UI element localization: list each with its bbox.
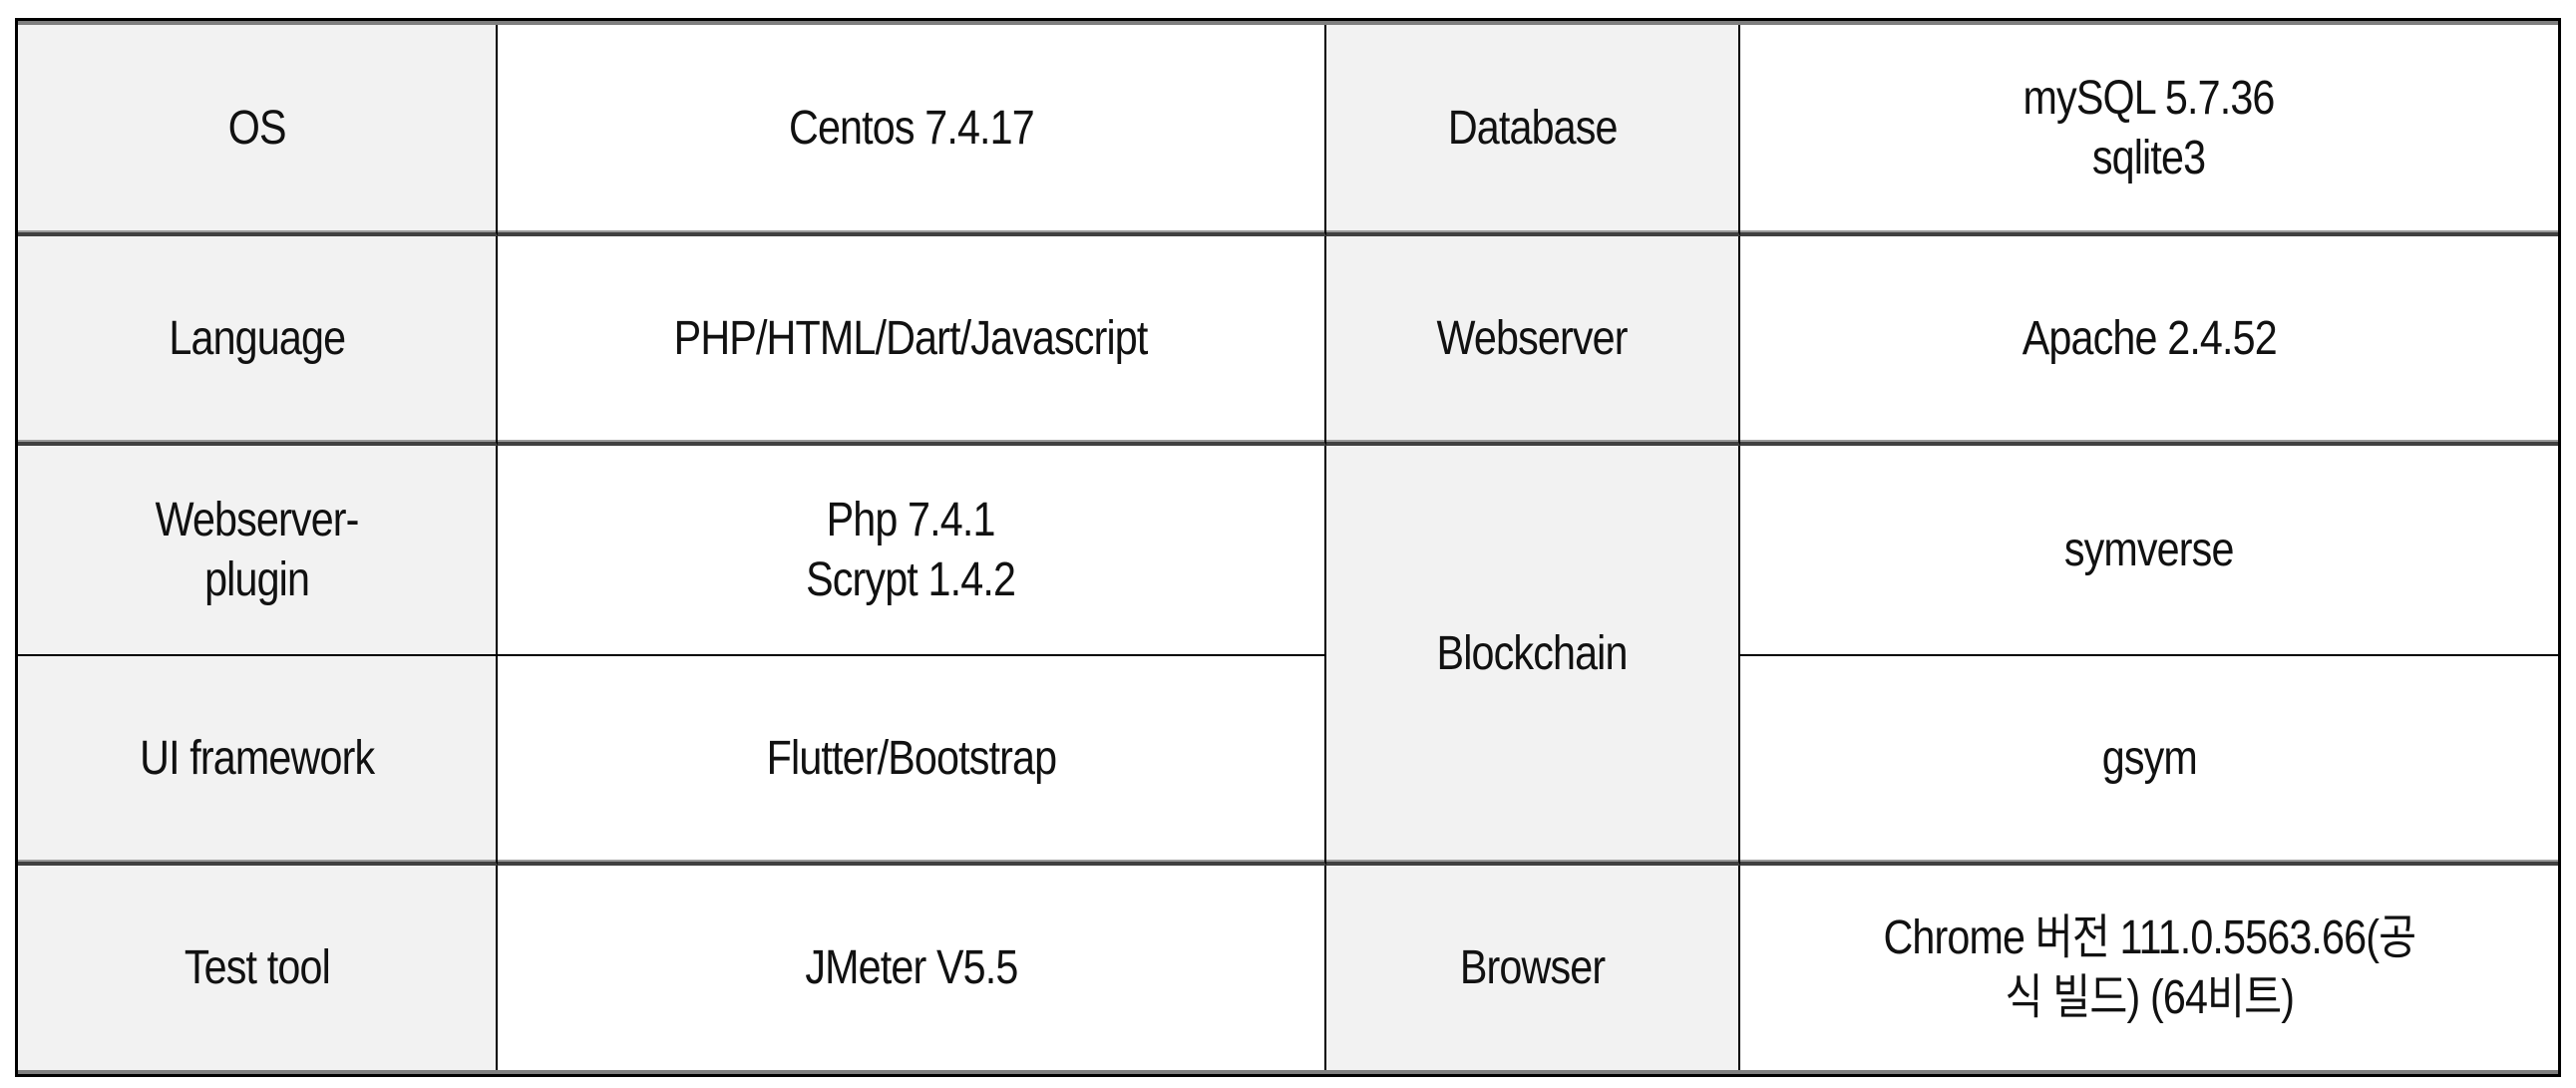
value-webserver-plugin: Php 7.4.1 Scrypt 1.4.2 bbox=[806, 493, 1017, 606]
value-database: mySQL 5.7.36 sqlite3 bbox=[2023, 72, 2276, 184]
value-cell-test-tool: JMeter V5.5 bbox=[498, 866, 1326, 1070]
value-ui-framework: Flutter/Bootstrap bbox=[766, 732, 1056, 785]
value-cell-ui-framework: Flutter/Bootstrap bbox=[498, 656, 1326, 866]
value-blockchain-symverse: symverse bbox=[2064, 523, 2235, 576]
value-cell-browser: Chrome 버전 111.0.5563.66(공 식 빌드) (64비트) bbox=[1740, 866, 2558, 1070]
environment-spec-table: OS Centos 7.4.17 Database mySQL 5.7.36 s… bbox=[15, 18, 2561, 1077]
value-language: PHP/HTML/Dart/Javascript bbox=[674, 312, 1149, 365]
label-cell-webserver: Webserver bbox=[1326, 236, 1740, 446]
label-cell-database: Database bbox=[1326, 25, 1740, 236]
value-cell-webserver-plugin: Php 7.4.1 Scrypt 1.4.2 bbox=[498, 446, 1326, 656]
value-test-tool: JMeter V5.5 bbox=[804, 940, 1018, 994]
value-cell-database: mySQL 5.7.36 sqlite3 bbox=[1740, 25, 2558, 236]
value-browser: Chrome 버전 111.0.5563.66(공 식 빌드) (64비트) bbox=[1883, 910, 2416, 1024]
label-browser: Browser bbox=[1459, 940, 1606, 994]
label-webserver-plugin: Webserver- plugin bbox=[155, 493, 360, 606]
label-database: Database bbox=[1447, 102, 1619, 155]
label-language: Language bbox=[169, 312, 346, 365]
label-cell-language: Language bbox=[18, 236, 498, 446]
value-cell-blockchain-1: symverse bbox=[1740, 446, 2558, 656]
label-test-tool: Test tool bbox=[184, 940, 330, 994]
label-cell-ui-framework: UI framework bbox=[18, 656, 498, 866]
label-blockchain: Blockchain bbox=[1436, 626, 1629, 680]
label-os: OS bbox=[227, 102, 287, 155]
label-cell-blockchain: Blockchain bbox=[1326, 446, 1740, 866]
value-os: Centos 7.4.17 bbox=[788, 102, 1035, 155]
label-ui-framework: UI framework bbox=[139, 732, 375, 785]
value-cell-blockchain-2: gsym bbox=[1740, 656, 2558, 866]
label-cell-os: OS bbox=[18, 25, 498, 236]
value-cell-language: PHP/HTML/Dart/Javascript bbox=[498, 236, 1326, 446]
value-cell-webserver: Apache 2.4.52 bbox=[1740, 236, 2558, 446]
value-webserver: Apache 2.4.52 bbox=[2022, 312, 2277, 365]
table-grid: OS Centos 7.4.17 Database mySQL 5.7.36 s… bbox=[18, 21, 2558, 1074]
value-blockchain-gsym: gsym bbox=[2101, 732, 2197, 785]
label-cell-browser: Browser bbox=[1326, 866, 1740, 1070]
value-cell-os: Centos 7.4.17 bbox=[498, 25, 1326, 236]
label-cell-test-tool: Test tool bbox=[18, 866, 498, 1070]
label-cell-webserver-plugin: Webserver- plugin bbox=[18, 446, 498, 656]
label-webserver: Webserver bbox=[1436, 312, 1629, 365]
